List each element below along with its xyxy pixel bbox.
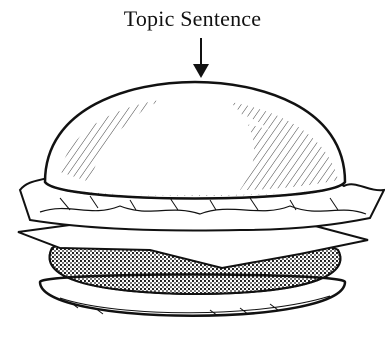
top-bun bbox=[45, 82, 345, 199]
topic-sentence-label: Topic Sentence bbox=[0, 6, 385, 32]
hamburger-icon bbox=[0, 72, 385, 340]
